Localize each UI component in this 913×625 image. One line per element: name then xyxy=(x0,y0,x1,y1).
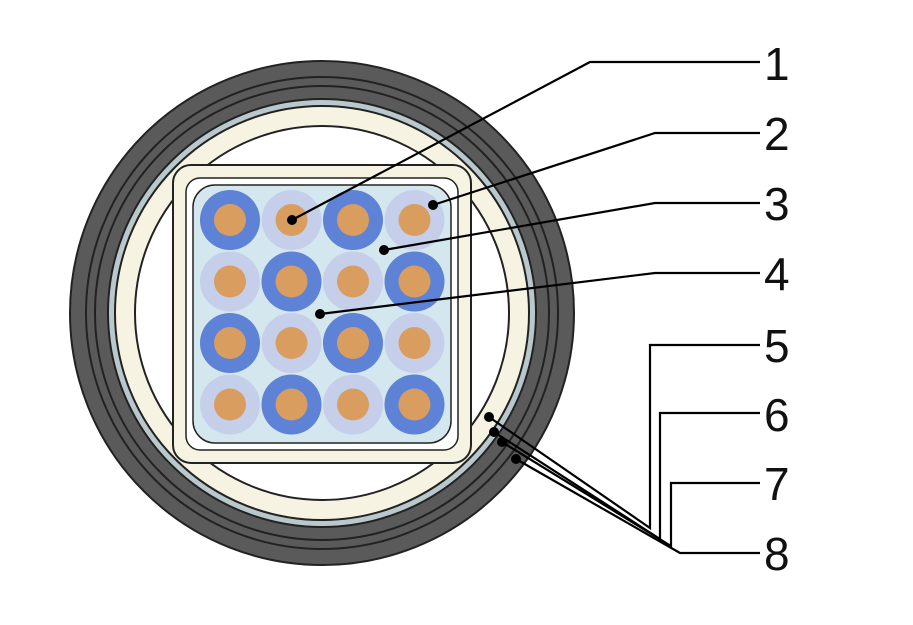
callout-label-5: 5 xyxy=(764,320,790,372)
callout-label-8: 8 xyxy=(764,528,790,580)
callout-label-7: 7 xyxy=(764,458,790,510)
leader-line-7 xyxy=(501,441,760,548)
core-conductor xyxy=(398,204,431,236)
core-4-1 xyxy=(200,374,260,435)
core-conductor xyxy=(398,388,431,421)
callout-label-6: 6 xyxy=(764,389,790,441)
callout-label-3: 3 xyxy=(764,178,790,230)
leader-line-4 xyxy=(319,271,760,316)
core-conductor xyxy=(214,265,246,298)
leader-dots xyxy=(287,200,521,464)
core-conductor xyxy=(275,327,308,359)
core-2-1 xyxy=(200,251,260,312)
core-3-3 xyxy=(323,313,383,373)
core-4-4 xyxy=(384,374,445,435)
leader-dot-8 xyxy=(511,454,521,464)
leader-line-2 xyxy=(432,131,760,207)
core-3-1 xyxy=(200,313,260,373)
core-2-3 xyxy=(323,251,383,312)
callout-label-4: 4 xyxy=(764,248,790,300)
leader-lines xyxy=(291,60,760,555)
core-conductor xyxy=(398,265,431,298)
core-1-3 xyxy=(323,190,383,250)
core-conductor xyxy=(337,327,369,359)
leader-dot-3 xyxy=(379,245,389,255)
leader-line-5 xyxy=(488,343,760,531)
leader-dot-1 xyxy=(287,215,297,225)
leader-line-1 xyxy=(291,60,760,221)
leader-dot-2 xyxy=(428,200,438,210)
leader-dot-4 xyxy=(315,309,325,319)
sheath-inner-line xyxy=(85,76,559,550)
core-conductor xyxy=(214,327,246,359)
leader-dot-5 xyxy=(484,412,494,422)
leader-line-6 xyxy=(493,411,760,542)
core-4-2 xyxy=(261,374,322,435)
core-1-1 xyxy=(200,190,260,250)
core-3-4 xyxy=(384,313,445,373)
leader-line-8 xyxy=(515,458,760,555)
core-conductor xyxy=(337,204,369,236)
core-3-2 xyxy=(261,313,322,373)
callout-label-2: 2 xyxy=(764,108,790,160)
core-conductor xyxy=(337,265,369,298)
leader-dot-7 xyxy=(497,437,507,447)
leader-line-3 xyxy=(383,201,760,252)
core-conductor xyxy=(337,388,369,421)
core-conductor xyxy=(275,388,308,421)
core-2-4 xyxy=(384,251,445,312)
core-conductor xyxy=(214,388,246,421)
core-2-2 xyxy=(261,251,322,312)
core-conductor xyxy=(275,265,308,298)
callout-labels: 1 2 3 4 5 6 7 8 xyxy=(764,38,790,580)
callout-label-1: 1 xyxy=(764,38,790,90)
core-conductor xyxy=(214,204,246,236)
core-4-3 xyxy=(323,374,383,435)
leader-dot-6 xyxy=(489,427,499,437)
core-conductor xyxy=(398,327,431,359)
